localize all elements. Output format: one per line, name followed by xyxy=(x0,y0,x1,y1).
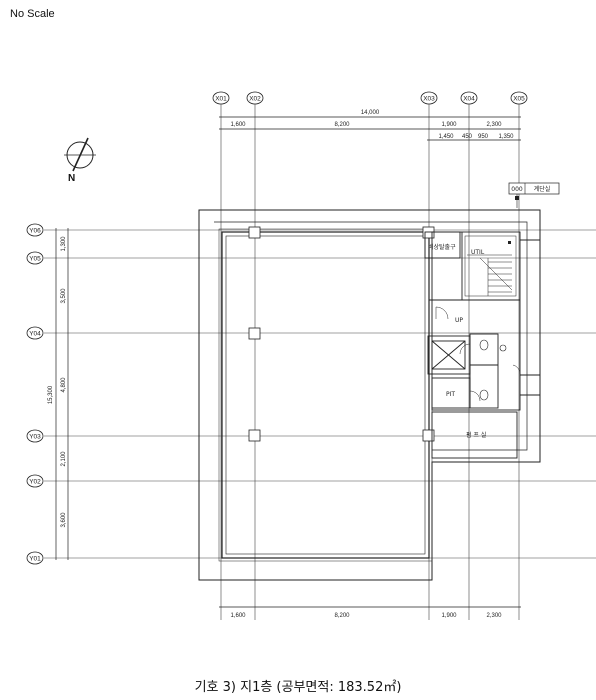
emergency-exit-label: 비상탈출구 xyxy=(428,243,456,251)
axis-y02: Y02 xyxy=(26,474,44,488)
dim-left-5: 3,600 xyxy=(61,512,67,528)
dim-left-2: 3,500 xyxy=(61,288,67,304)
dim-left-3: 4,800 xyxy=(61,377,67,393)
axis-y05: Y05 xyxy=(26,251,44,265)
dim-top-4: 2,300 xyxy=(486,122,502,128)
axis-y03: Y03 xyxy=(26,429,44,443)
scale-note: No Scale xyxy=(10,8,55,20)
svg-text:Y03: Y03 xyxy=(29,434,41,441)
stair xyxy=(464,235,517,297)
north-label: N xyxy=(68,173,75,184)
dim-sub-1: 1,450 xyxy=(438,134,454,140)
dim-bottom-3: 1,900 xyxy=(441,613,457,619)
svg-text:X04: X04 xyxy=(463,96,475,103)
svg-text:계단실: 계단실 xyxy=(534,185,551,193)
axis-y04: Y04 xyxy=(26,326,44,340)
svg-text:Y02: Y02 xyxy=(29,479,41,486)
dim-overall-top: 14,000 xyxy=(361,110,380,116)
stair-tag: 000 계단실 xyxy=(508,182,560,208)
dim-overall-left: 15,300 xyxy=(48,385,54,404)
axis-x02: X02 xyxy=(246,91,264,105)
svg-text:000: 000 xyxy=(511,186,523,193)
up-label: UP xyxy=(455,317,463,324)
dim-sub-4: 1,350 xyxy=(498,134,514,140)
dim-top-1: 1,600 xyxy=(230,122,246,128)
svg-text:X05: X05 xyxy=(513,96,525,103)
floor-caption: 기호 3) 지1층 (공부면적: 183.52㎡) xyxy=(194,680,402,695)
mech-room-label: 펌 프 실 xyxy=(466,431,486,439)
dim-bottom-4: 2,300 xyxy=(486,613,502,619)
axis-x05: X05 xyxy=(510,91,528,105)
axis-x04: X04 xyxy=(460,91,478,105)
axis-y06: Y06 xyxy=(26,223,44,237)
toilet-icon xyxy=(479,339,507,401)
svg-text:X02: X02 xyxy=(249,96,261,103)
dim-left-4: 2,100 xyxy=(61,451,67,467)
dim-top-3: 1,900 xyxy=(441,122,457,128)
north-arrow-icon: N xyxy=(64,137,96,184)
dim-sub-2: 450 xyxy=(462,134,473,140)
svg-text:Y01: Y01 xyxy=(29,556,41,563)
axis-x01: X01 xyxy=(212,91,230,105)
main-hall xyxy=(221,231,430,559)
svg-text:X01: X01 xyxy=(215,96,227,103)
dim-left-1: 1,300 xyxy=(61,236,67,252)
svg-text:14,000: 14,000 xyxy=(361,110,380,116)
pit-label: PIT xyxy=(446,391,455,398)
dim-bottom-2: 8,200 xyxy=(334,613,350,619)
dim-sub-3: 950 xyxy=(478,134,489,140)
axis-y01: Y01 xyxy=(26,551,44,565)
util-label: UTIL xyxy=(471,249,485,256)
dim-bottom-1: 1,600 xyxy=(230,613,246,619)
axis-x03: X03 xyxy=(420,91,438,105)
svg-text:X03: X03 xyxy=(423,96,435,103)
svg-text:Y04: Y04 xyxy=(29,331,41,338)
svg-text:Y05: Y05 xyxy=(29,256,41,263)
svg-text:Y06: Y06 xyxy=(29,228,41,235)
dim-top-2: 8,200 xyxy=(334,122,350,128)
building-outline xyxy=(198,209,541,581)
